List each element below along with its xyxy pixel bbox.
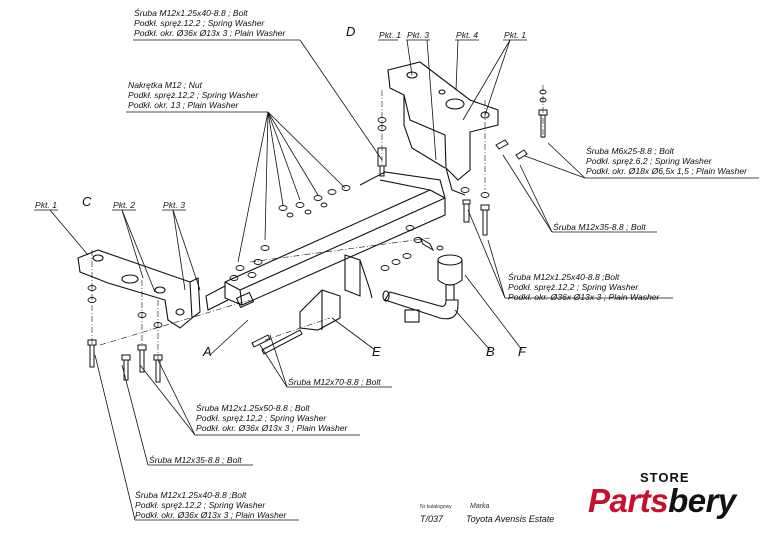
label-bolt-m6: Śruba M6x25-8.8 ; Bolt Podkł. spręż.6,2 …	[586, 146, 747, 176]
part-letter-a: A	[203, 344, 212, 359]
label-line: Podkł. okr. 13 ; Plain Washer	[128, 100, 239, 110]
label-line: Podkł. okr. Ø18x Ø6,5x 1,5 ; Plain Washe…	[586, 166, 747, 176]
label-line: Podkł. spręż.12,2 ; Spring Washer	[134, 18, 265, 28]
label-bolt-m12x50: Śruba M12x1.25x50-8.8 ; Bolt Podkł. sprę…	[196, 403, 347, 433]
label-nut-group: Nakrętka M12 ; Nut Podkł. spręż.12,2 ; S…	[128, 80, 258, 110]
logo-store: STORE	[640, 470, 690, 485]
nuts-washers	[87, 89, 547, 328]
label-underlines	[34, 39, 759, 521]
label-bolt-bottom: Śruba M12x1.25x40-8.8 ;Bolt Podkł. spręż…	[135, 490, 286, 520]
label-bolt-m12x35-right: Śruba M12x35-8.8 ; Bolt	[553, 222, 646, 232]
leader-lines	[49, 39, 586, 521]
label-line: Podkł. okr. Ø36x Ø13x 3 ; Plain Washer	[508, 292, 660, 302]
part-letter-f: F	[518, 344, 526, 359]
label-line: Śruba M12x1.25x40-8.8 ;Bolt	[135, 490, 247, 500]
logo-brand: Partsbery	[588, 482, 736, 520]
label-line: Podkł. okr. Ø36x Ø13x 3 ; Plain Washer	[134, 28, 286, 38]
bolts	[87, 109, 548, 383]
label-line: Śruba M12x70-8.8 ; Bolt	[288, 377, 381, 387]
part-letter-b: B	[486, 344, 495, 359]
assembly-axes	[91, 85, 544, 360]
pkt-c-2: Pkt. 2	[113, 200, 135, 210]
pkt-c-1: Pkt. 1	[35, 200, 57, 210]
label-line: Podkł. spręż.12,2 ; Spring Washer	[196, 413, 327, 423]
pkt-d-1b: Pkt. 1	[504, 30, 526, 40]
catalog-nr-label: Nr katalogowy	[420, 504, 452, 510]
logo-brand-a: Parts	[588, 482, 669, 519]
part-letter-d: D	[346, 24, 356, 39]
label-bolt-m12x70: Śruba M12x70-8.8 ; Bolt	[288, 377, 381, 387]
label-line: Podkł. okr. Ø36x Ø13x 3 ; Plain Washer	[196, 423, 348, 433]
catalog-marka-label: Marka	[470, 503, 490, 510]
part-letter-e: E	[372, 344, 381, 359]
logo-brand-b: bery	[668, 482, 736, 519]
label-line: Śruba M6x25-8.8 ; Bolt	[586, 146, 674, 156]
label-line: Podkł. okr. Ø36x Ø13x 3 ; Plain Washer	[135, 510, 287, 520]
bracket-d	[387, 61, 499, 196]
label-line: Śruba M12x1.25x40-8.8 ;Bolt	[508, 272, 620, 282]
label-bolt-m12x35-left: Śruba M12x35-8.8 ; Bolt	[149, 455, 242, 465]
crossbar-a	[205, 171, 446, 311]
catalog-marka-value: Toyota Avensis Estate	[466, 514, 555, 524]
pkt-d-3: Pkt. 3	[407, 30, 429, 40]
label-bolt-f: Śruba M12x1.25x40-8.8 ;Bolt Podkł. spręż…	[508, 272, 659, 302]
label-line: Śruba M12x1.25x40-8.8 ; Bolt	[134, 8, 248, 18]
socket-plate-e	[299, 254, 373, 331]
label-line: Nakrętka M12 ; Nut	[128, 80, 203, 90]
label-line: Śruba M12x35-8.8 ; Bolt	[553, 222, 646, 232]
bracket-c	[77, 249, 201, 329]
label-line: Podkł. spręż.12,2 ; Spring Washer	[128, 90, 259, 100]
part-letter-c: C	[82, 194, 92, 209]
label-line: Śruba M12x35-8.8 ; Bolt	[149, 455, 242, 465]
pkt-d-4: Pkt. 4	[456, 30, 478, 40]
label-line: Podkł. spręż.12,2 ; Spring Washer	[135, 500, 266, 510]
pkt-c-3: Pkt. 3	[163, 200, 185, 210]
label-line: Podkł. spręż.12,2 ; Spring Washer	[508, 282, 639, 292]
catalog-nr-value: T/037	[420, 514, 444, 524]
label-line: Podkł. spręż.6,2 ; Spring Washer	[586, 156, 712, 166]
label-line: Śruba M12x1.25x50-8.8 ; Bolt	[196, 403, 310, 413]
pkt-d-1: Pkt. 1	[379, 30, 401, 40]
towball-b	[382, 254, 463, 323]
label-bolt-d-top: Śruba M12x1.25x40-8.8 ; Bolt Podkł. sprę…	[134, 8, 285, 38]
